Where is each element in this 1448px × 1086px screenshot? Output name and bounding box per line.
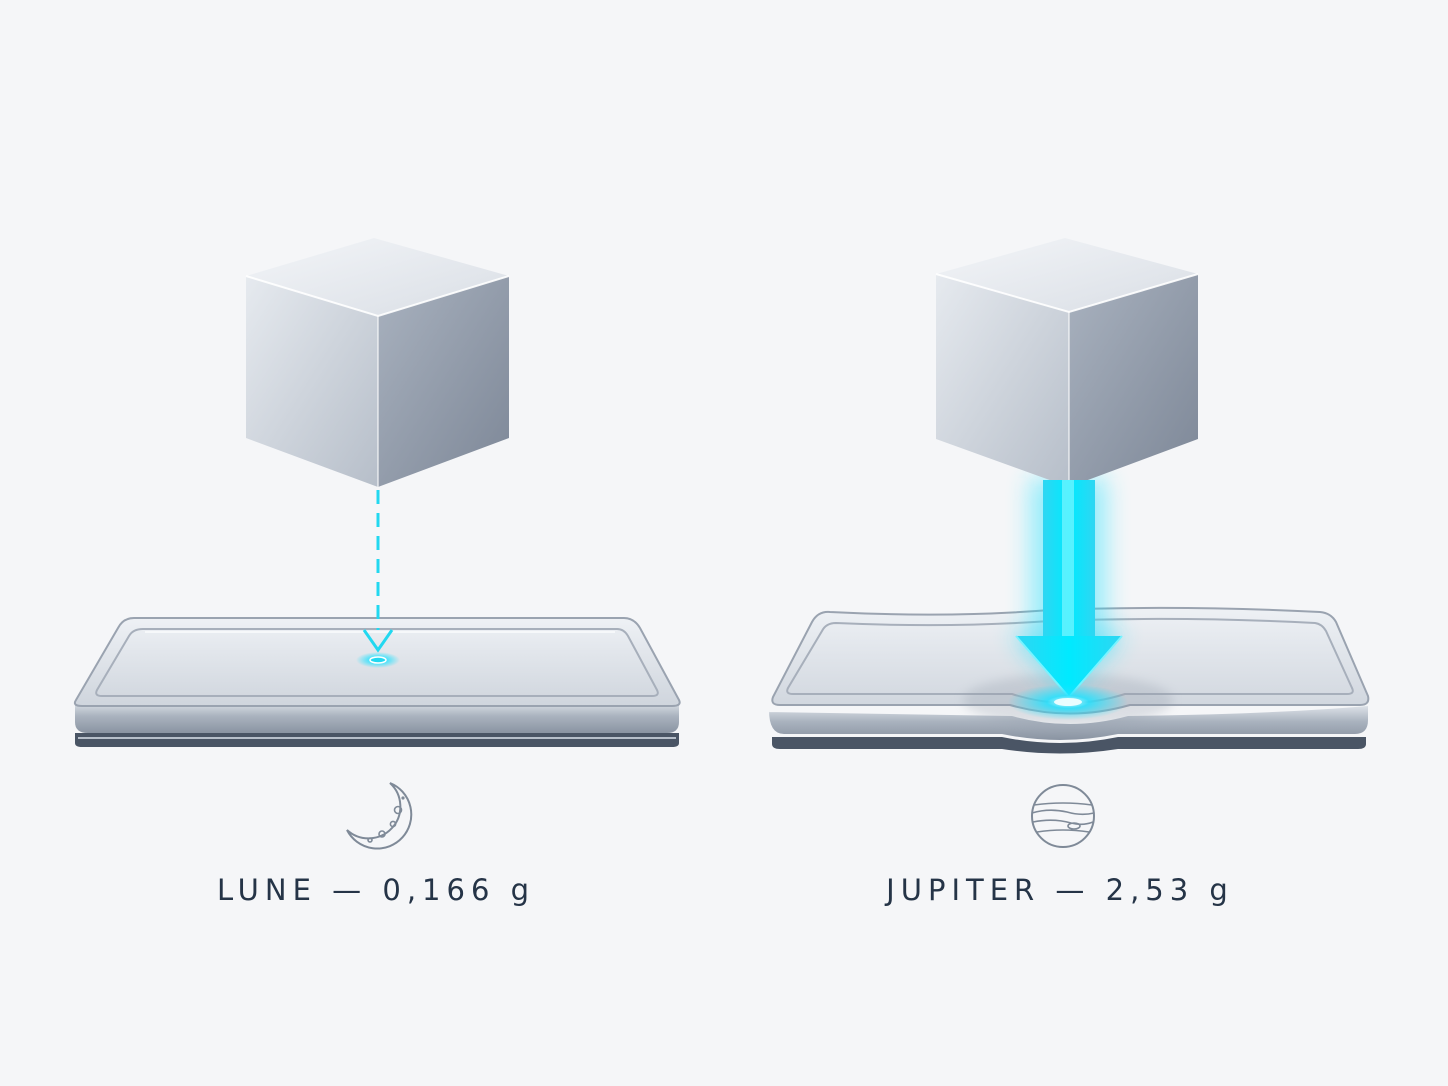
jupiter-scale-plate <box>769 606 1370 754</box>
moon-gravity-value: 0,166 g <box>382 873 536 907</box>
weak-force-arrow <box>362 490 394 653</box>
jupiter-gravity-value: 2,53 g <box>1105 873 1234 907</box>
moon-gravity-label: LUNE — 0,166 g <box>176 868 576 912</box>
moon-contact-glow <box>356 652 400 668</box>
jupiter-icon <box>1031 784 1095 848</box>
moon-body-name: LUNE <box>216 873 317 907</box>
jupiter-gravity-label: JUPITER — 2,53 g <box>840 868 1280 912</box>
jupiter-panel <box>769 238 1370 848</box>
moon-cube <box>245 238 510 487</box>
jupiter-body-name: JUPITER <box>886 873 1041 907</box>
crescent-moon-icon <box>346 782 413 850</box>
jupiter-separator: — <box>1055 873 1091 907</box>
moon-scale-plate <box>73 617 681 747</box>
moon-panel <box>73 238 681 850</box>
moon-separator: — <box>332 873 368 907</box>
strong-force-arrow <box>1015 480 1123 699</box>
jupiter-cube <box>935 238 1199 487</box>
jupiter-contact-glow <box>1008 684 1128 720</box>
